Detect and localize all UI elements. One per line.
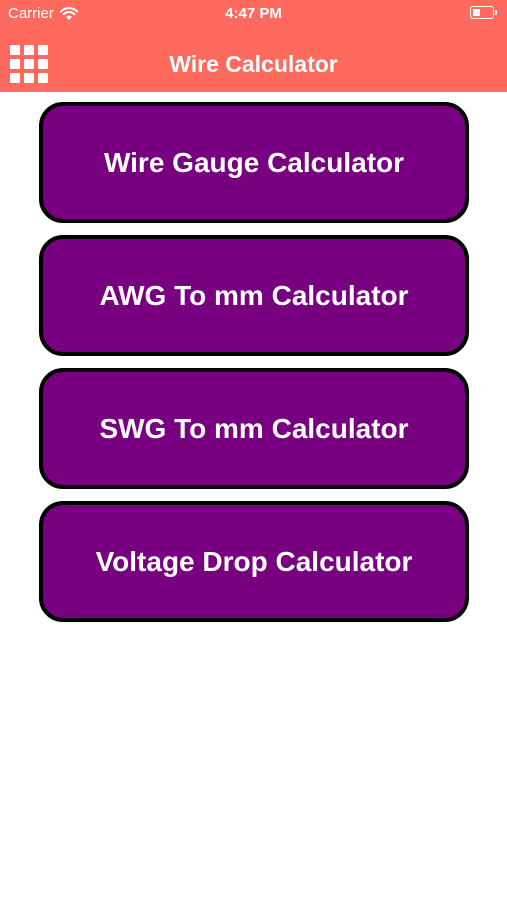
- calculator-menu: Wire Gauge Calculator AWG To mm Calculat…: [39, 102, 469, 634]
- grid-dot: [38, 45, 48, 55]
- wire-gauge-calculator-button[interactable]: Wire Gauge Calculator: [39, 102, 469, 223]
- grid-dot: [38, 59, 48, 69]
- grid-dot: [10, 73, 20, 83]
- grid-dot: [24, 45, 34, 55]
- grid-dot: [24, 73, 34, 83]
- button-label: AWG To mm Calculator: [99, 279, 409, 311]
- button-label: SWG To mm Calculator: [99, 412, 409, 444]
- grid-dot: [38, 73, 48, 83]
- grid-dot: [10, 45, 20, 55]
- status-time: 4:47 PM: [225, 5, 282, 22]
- page-title: Wire Calculator: [169, 51, 338, 77]
- wifi-icon: [59, 6, 78, 20]
- voltage-drop-calculator-button[interactable]: Voltage Drop Calculator: [39, 501, 469, 622]
- grid-menu-icon[interactable]: [10, 45, 48, 83]
- top-bar: Carrier 4:47 PM Wire Calculator: [0, 0, 507, 92]
- awg-to-mm-calculator-button[interactable]: AWG To mm Calculator: [39, 235, 469, 356]
- button-label: Wire Gauge Calculator: [103, 146, 405, 178]
- carrier-label: Carrier: [8, 5, 54, 22]
- button-label: Voltage Drop Calculator: [95, 545, 413, 577]
- battery-icon: [470, 6, 497, 19]
- grid-dot: [10, 59, 20, 69]
- grid-dot: [24, 59, 34, 69]
- carrier-indicator: Carrier: [8, 5, 78, 22]
- swg-to-mm-calculator-button[interactable]: SWG To mm Calculator: [39, 368, 469, 489]
- status-bar: Carrier 4:47 PM: [0, 0, 507, 28]
